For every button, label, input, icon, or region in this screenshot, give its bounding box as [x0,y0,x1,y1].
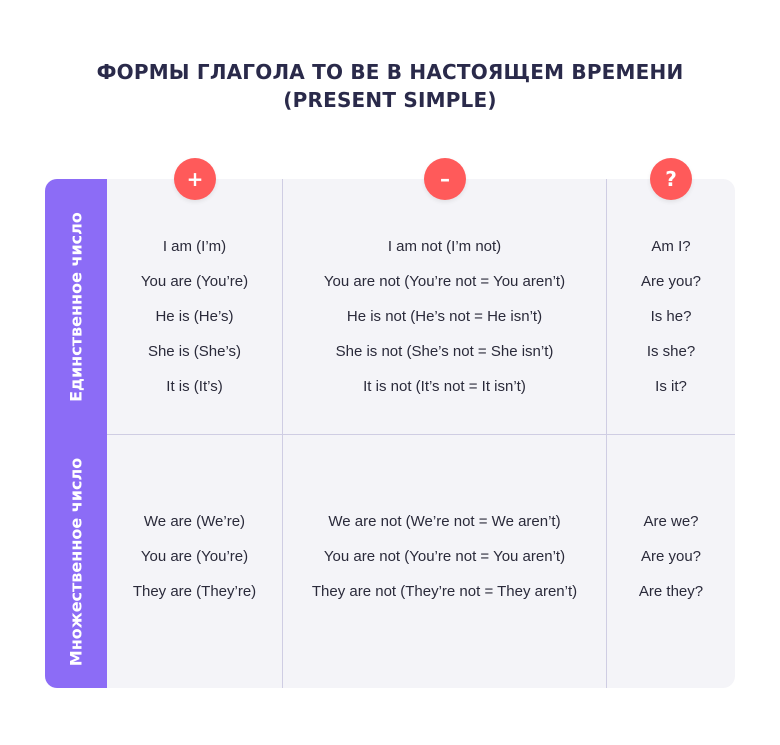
plural-label: Множественное число [66,457,86,666]
table-cell: I am not (I’m not) [387,238,502,255]
page-title-line-1: ФОРМЫ ГЛАГОЛА TO BE В НАСТОЯЩЕМ ВРЕМЕНИ [96,60,684,84]
page-title-line-2: (PRESENT SIMPLE) [283,88,497,112]
table-cell: I am (I’m) [162,238,227,255]
table-cell: He is (He’s) [155,308,234,325]
minus-badge-icon: – [424,158,466,200]
plus-badge-icon: + [174,158,216,200]
column-divider [606,179,607,688]
table-cell: He is not (He’s not = He isn’t) [346,308,543,325]
plural-affirmative-column: We are (We’re) You are (You’re) They are… [107,504,282,609]
verb-forms-table: Единственное число Множественное число I… [45,179,735,688]
table-cell: Is he? [650,308,692,325]
table-cell: Are you? [640,273,702,290]
table-cell: She is not (She’s not = She isn’t) [335,343,554,360]
table-cell: They are not (They’re not = They aren’t) [311,583,578,600]
table-cell: You are not (You’re not = You aren’t) [323,548,566,565]
table-cell: You are (You’re) [140,273,249,290]
table-cell: You are (You’re) [140,548,249,565]
table-cell: Are we? [643,513,699,530]
table-cell: We are (We’re) [143,513,246,530]
table-cell: It is (It’s) [166,378,223,395]
question-badge-icon: ? [650,158,692,200]
table-cell: Is she? [646,343,696,360]
column-divider [282,179,283,688]
table-cell: Is it? [655,378,687,395]
singular-label: Единственное число [66,212,86,402]
table-cell: We are not (We’re not = We aren’t) [328,513,561,530]
page-title: ФОРМЫ ГЛАГОЛА TO BE В НАСТОЯЩЕМ ВРЕМЕНИ … [0,58,780,114]
plural-negative-column: We are not (We’re not = We aren’t) You a… [283,504,606,609]
plural-section-header: Множественное число [45,435,107,688]
table-cell: Are they? [638,583,704,600]
row-divider [107,434,735,435]
table-cell: It is not (It’s not = It isn’t) [363,378,526,395]
table-cell: She is (She’s) [147,343,242,360]
table-cell: You are not (You’re not = You aren’t) [323,273,566,290]
table-cell: They are (They’re) [132,583,257,600]
singular-negative-column: I am not (I’m not) You are not (You’re n… [283,229,606,404]
singular-affirmative-column: I am (I’m) You are (You’re) He is (He’s)… [107,229,282,404]
plural-question-column: Are we? Are you? Are they? [607,504,735,609]
singular-question-column: Am I? Are you? Is he? Is she? Is it? [607,229,735,404]
table-cell: Are you? [640,548,702,565]
table-cell: Am I? [651,238,691,255]
singular-section-header: Единственное число [45,179,107,435]
